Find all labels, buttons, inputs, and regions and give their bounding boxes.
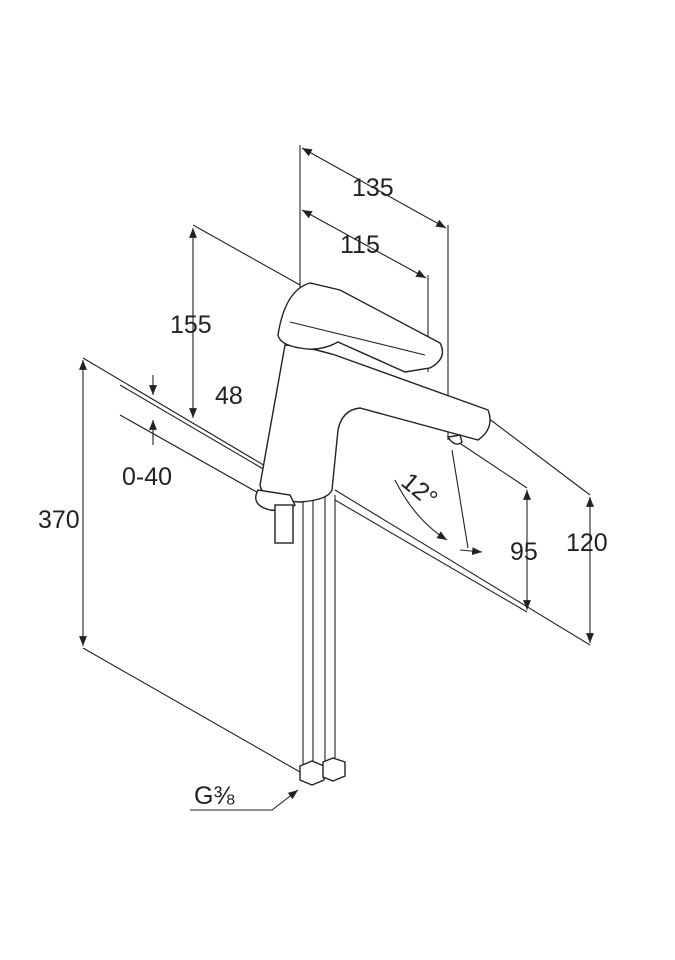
dimension-label-370: 370 [38, 506, 80, 534]
faucet-body [255, 282, 491, 786]
extension-lines [82, 145, 591, 773]
dimension-label-120: 120 [566, 529, 608, 557]
dimension-label-48: 48 [215, 382, 243, 410]
dimension-label-135: 135 [352, 174, 394, 202]
dimension-label-0-40: 0-40 [122, 463, 173, 491]
dimension-label-115: 115 [340, 231, 380, 259]
thread-label: G⅜ [194, 782, 235, 810]
dimension-label-155: 155 [170, 311, 212, 339]
dimension-label-95: 95 [510, 538, 538, 566]
